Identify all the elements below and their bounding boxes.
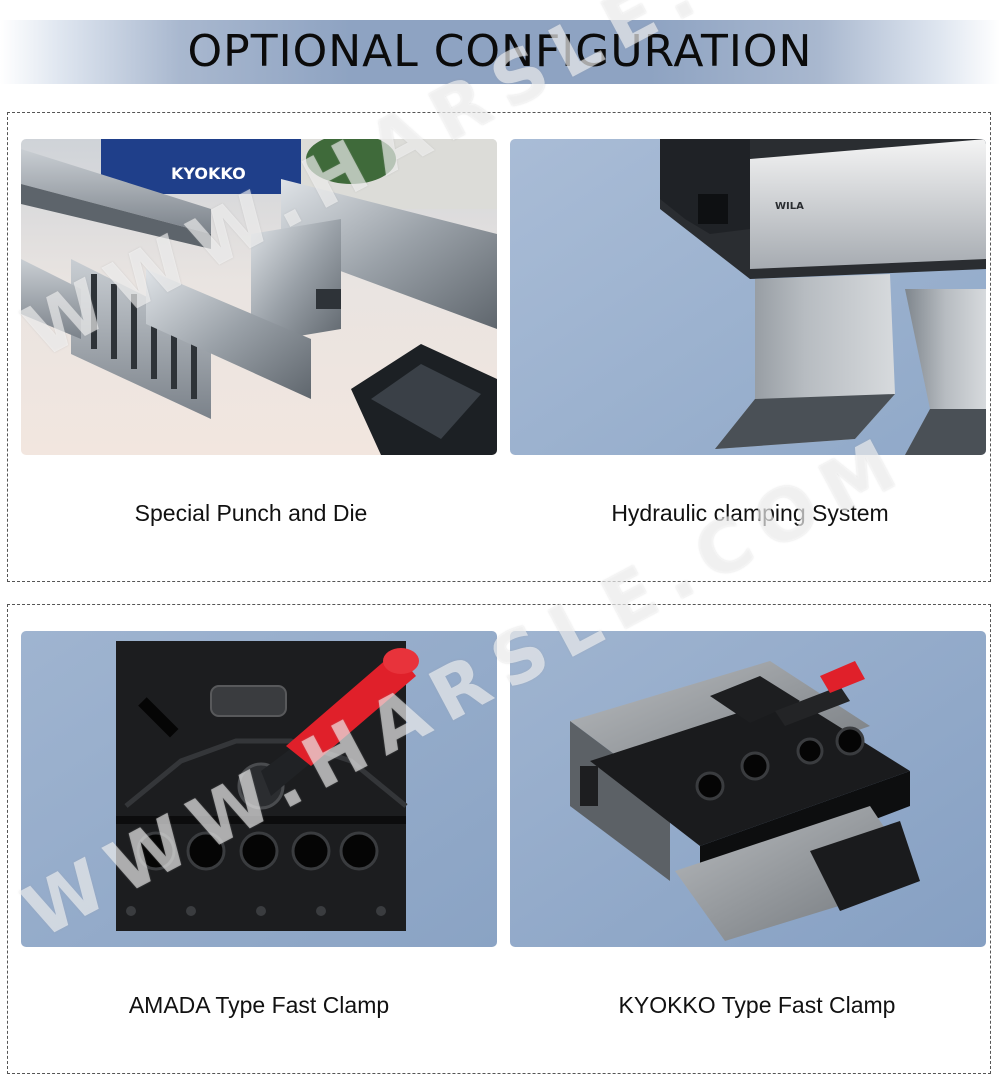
caption-amada-clamp: AMADA Type Fast Clamp (128, 992, 390, 1018)
wila-brand-text: WILA (775, 201, 804, 212)
header-banner: OPTIONAL CONFIGURATION (0, 20, 1000, 84)
punch-die-image: KYOKKO (21, 139, 497, 455)
kyokko-brand-text: KYOKKO (171, 164, 246, 183)
kyokko-clamp-image (510, 631, 986, 947)
hydraulic-clamping-image: WILA (510, 139, 986, 455)
page-title: OPTIONAL CONFIGURATION (187, 26, 813, 77)
caption-hydraulic-clamping: Hydraulic clamping System (611, 500, 889, 526)
caption-punch-die: Special Punch and Die (134, 500, 368, 526)
config-panel-top (7, 112, 991, 582)
amada-clamp-image (21, 631, 497, 947)
config-panel-bottom (7, 604, 991, 1074)
caption-kyokko-clamp: KYOKKO Type Fast Clamp (618, 992, 896, 1018)
